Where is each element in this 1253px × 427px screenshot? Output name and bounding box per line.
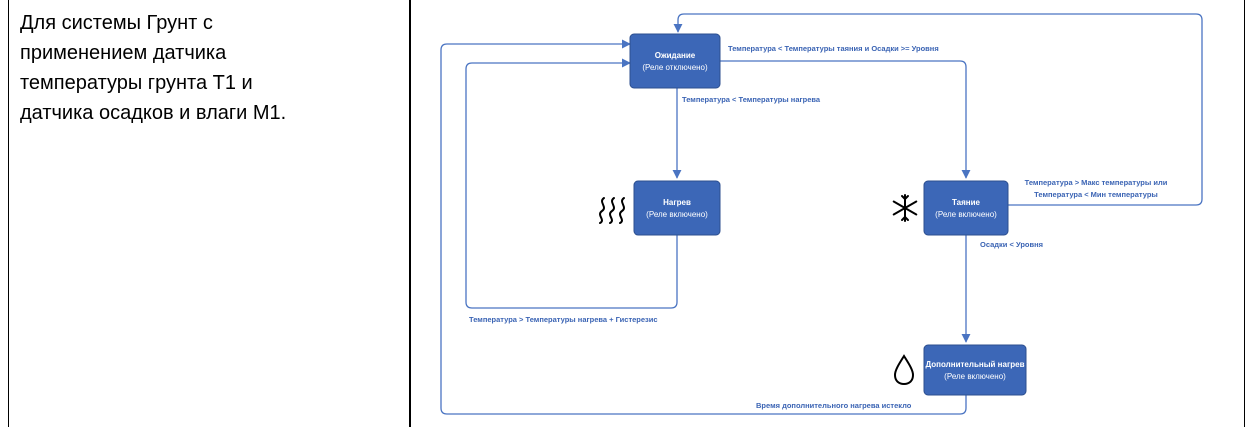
water-drop-icon xyxy=(893,354,915,386)
label-melting-to-extra: Осадки < Уровня xyxy=(980,240,1043,249)
state-heating-subtitle: (Реле включено) xyxy=(646,210,708,219)
label-heating-to-waiting: Температура > Температуры нагрева + Гист… xyxy=(469,315,658,324)
state-extra-heating-subtitle: (Реле включено) xyxy=(944,372,1006,381)
state-melting: Таяние (Реле включено) xyxy=(923,180,1009,236)
edge-waiting-to-melting xyxy=(720,60,971,179)
heat-waves-icon xyxy=(599,197,625,224)
state-extra-heating: Дополнительный нагрев (Реле включено) xyxy=(923,344,1027,396)
label-extra-to-waiting: Время дополнительного нагрева истекло xyxy=(756,401,912,410)
edge-extra-to-waiting xyxy=(440,39,967,415)
column-divider xyxy=(409,0,411,427)
label-waiting-to-heating: Температура < Температуры нагрева xyxy=(682,95,821,104)
label-melting-to-waiting-line2: Температура < Мин температуры xyxy=(1034,190,1158,199)
label-waiting-to-melting: Температура < Температуры таяния и Осадк… xyxy=(728,44,939,53)
edge-heating-to-waiting xyxy=(465,58,678,309)
state-melting-subtitle: (Реле включено) xyxy=(935,210,997,219)
state-extra-heating-title: Дополнительный нагрев xyxy=(925,360,1024,369)
edge-melting-to-waiting xyxy=(673,13,1203,206)
state-waiting-title: Ожидание xyxy=(655,51,696,60)
snowflake-icon xyxy=(892,194,918,222)
state-waiting: Ожидание (Реле отключено) xyxy=(629,33,721,89)
state-melting-title: Таяние xyxy=(952,198,981,207)
label-melting-to-waiting-line1: Температура > Макс температуры или xyxy=(1025,178,1168,187)
state-heating: Нагрев (Реле включено) xyxy=(633,180,721,236)
state-heating-title: Нагрев xyxy=(663,198,691,207)
state-waiting-subtitle: (Реле отключено) xyxy=(642,63,708,72)
table-frame xyxy=(8,0,1245,427)
system-description: Для системы Грунт с применением датчика … xyxy=(20,12,287,124)
